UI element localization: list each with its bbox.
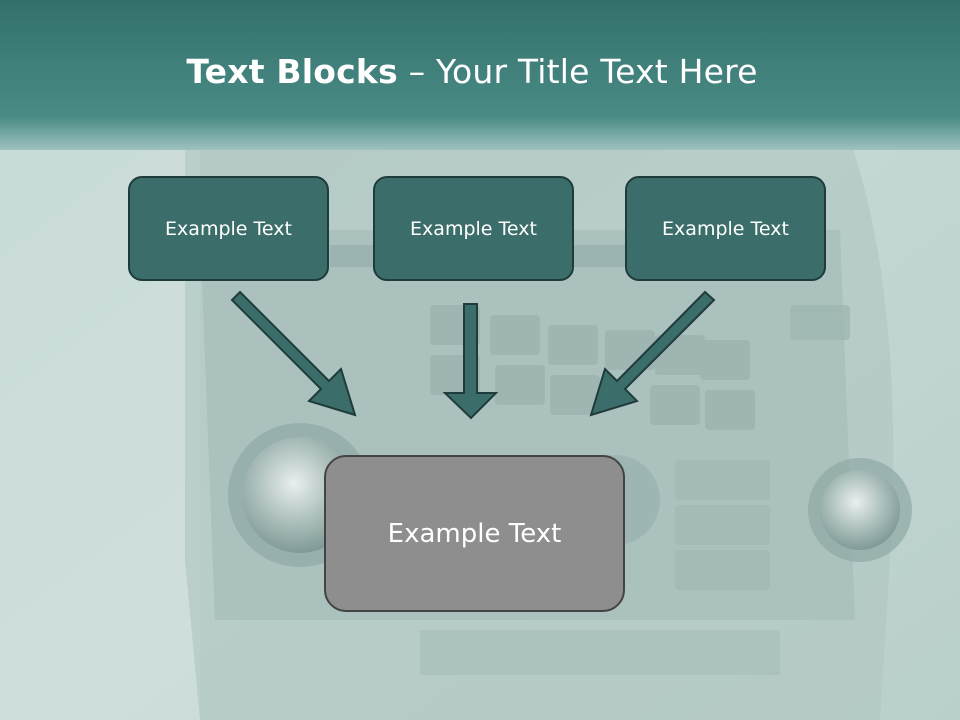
text-block-1-label: Example Text — [165, 217, 292, 240]
text-block-2[interactable]: Example Text — [373, 176, 574, 281]
text-block-2-label: Example Text — [410, 217, 537, 240]
text-block-1[interactable]: Example Text — [128, 176, 329, 281]
title-bold: Text Blocks — [186, 52, 398, 91]
target-block[interactable]: Example Text — [324, 455, 625, 612]
text-block-3[interactable]: Example Text — [625, 176, 826, 281]
title-rest: Your Title Text Here — [435, 52, 758, 91]
text-block-3-label: Example Text — [662, 217, 789, 240]
slide-title: Text Blocks – Your Title Text Here — [0, 52, 944, 91]
title-separator: – — [397, 52, 436, 91]
target-block-label: Example Text — [387, 518, 562, 549]
